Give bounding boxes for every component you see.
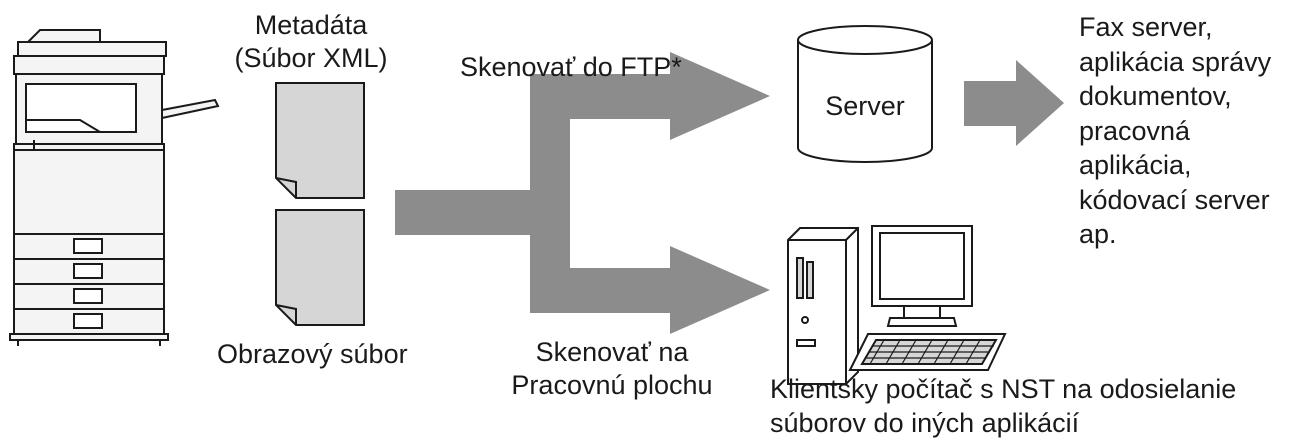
destinations-line: ap. bbox=[1079, 219, 1117, 249]
scan-to-desktop-label: Skenovať na Pracovnú plochu bbox=[494, 336, 730, 402]
client-computer-line1: Klientsky počítač s NST na odosielanie bbox=[770, 374, 1237, 404]
keyboard-icon bbox=[848, 333, 1007, 371]
desktop-computer-icon bbox=[787, 225, 973, 385]
branch-arrows bbox=[395, 52, 770, 334]
server-label: Server bbox=[825, 91, 905, 121]
image-document-icon bbox=[275, 209, 365, 326]
destinations-line: dokumentov, bbox=[1079, 81, 1232, 111]
server-database-icon bbox=[797, 25, 933, 163]
metadata-label: Metadáta (Súbor XML) bbox=[205, 9, 417, 75]
metadata-document-icon bbox=[275, 82, 365, 199]
scan-to-ftp-label: Skenovať do FTP* bbox=[460, 52, 682, 82]
client-computer-line2: súborov do iných aplikácií bbox=[770, 408, 1080, 438]
scan-to-desktop-line2: Pracovnú plochu bbox=[511, 370, 713, 400]
scan-to-desktop-line1: Skenovať na bbox=[535, 337, 689, 367]
destinations-label: Fax server, aplikácia správy dokumentov,… bbox=[1079, 10, 1271, 252]
client-computer-label: Klientsky počítač s NST na odosielanie s… bbox=[770, 372, 1236, 440]
destinations-line: kódovací server bbox=[1079, 184, 1270, 215]
multifunction-printer-icon bbox=[9, 29, 220, 346]
destinations-line: pracovná bbox=[1079, 115, 1191, 146]
destinations-line: aplikácia správy bbox=[1079, 46, 1272, 77]
image-file-label: Obrazový súbor bbox=[217, 339, 408, 369]
forward-arrow bbox=[964, 60, 1064, 146]
destinations-line: Fax server, bbox=[1079, 12, 1213, 42]
destinations-line: aplikácia, bbox=[1079, 150, 1192, 180]
metadata-label-line1: Metadáta bbox=[254, 10, 368, 40]
metadata-label-line2: (Súbor XML) bbox=[234, 43, 388, 73]
